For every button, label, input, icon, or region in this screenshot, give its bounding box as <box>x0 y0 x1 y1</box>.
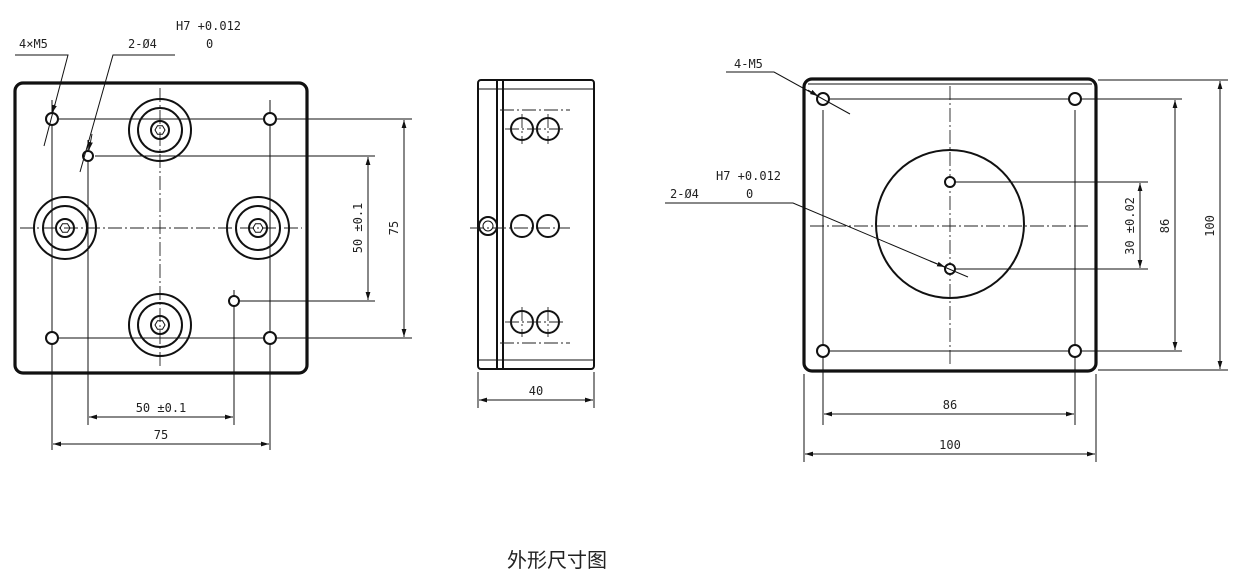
m5-hole <box>263 112 277 126</box>
rear-callout-m5: 4-M5 <box>734 57 763 71</box>
leader-m5-arrow <box>51 103 57 114</box>
counterbore-left <box>33 196 97 260</box>
m5-hole <box>1068 344 1082 358</box>
dim-hole-spacing-h: 75 <box>154 428 168 442</box>
rear-callout-pin: 2-Ø4 <box>670 187 699 201</box>
counterbore-top <box>128 98 192 162</box>
m5-hole <box>1068 92 1082 106</box>
rear-outline <box>802 77 1098 373</box>
side-view: 40 <box>470 79 595 408</box>
rear-bore <box>875 149 1025 299</box>
tolerance-lower: 0 <box>206 37 213 51</box>
dim-pin-spacing-v: 50 ±0.1 <box>351 203 365 254</box>
dim-hole-spacing-v: 75 <box>387 221 401 235</box>
side-holes-top <box>505 114 566 144</box>
rear-tolerance-upper: H7 +0.012 <box>716 169 781 183</box>
side-holes-bottom <box>505 307 566 337</box>
side-connector <box>478 216 498 236</box>
callout-pin: 2-Ø4 <box>128 37 157 51</box>
pin-hole <box>228 295 240 307</box>
m5-hole <box>45 331 59 345</box>
rear-dim-pin-spacing-v: 30 ±0.02 <box>1123 197 1137 255</box>
tolerance-upper: H7 +0.012 <box>176 19 241 33</box>
dim-pin-spacing-h: 50 ±0.1 <box>136 401 187 415</box>
pin-hole <box>944 176 956 188</box>
side-holes-middle <box>510 214 560 238</box>
leader-pin <box>79 54 175 173</box>
counterbore-right <box>226 196 290 260</box>
rear-dim-hole-spacing-v: 86 <box>1158 219 1172 233</box>
m5-hole <box>816 344 830 358</box>
rear-tolerance-lower: 0 <box>746 187 753 201</box>
rear-leader-pin-arrow <box>929 260 946 268</box>
rear-leader-m5-arrow <box>807 89 819 97</box>
rear-dim-hole-spacing-h: 86 <box>943 398 957 412</box>
dim-thickness: 40 <box>529 384 543 398</box>
rear-leader-m5 <box>726 71 851 115</box>
front-view: 4×M5 2-Ø4 H7 +0.012 0 50 ±0.1 75 50 ±0.1… <box>13 19 412 450</box>
rear-leader-pin <box>665 202 969 278</box>
counterbore-bottom <box>128 293 192 357</box>
front-outline <box>13 81 309 375</box>
callout-m5: 4×M5 <box>19 37 48 51</box>
m5-hole <box>263 331 277 345</box>
rear-dim-overall-v: 100 <box>1203 215 1217 237</box>
rear-dim-overall-h: 100 <box>939 438 961 452</box>
leader-m5 <box>15 54 69 147</box>
rear-view: 4-M5 2-Ø4 H7 +0.012 0 30 ±0.02 86 100 86… <box>665 57 1228 462</box>
leader-pin-arrow <box>88 133 93 151</box>
side-outline <box>477 79 595 370</box>
drawing-caption: 外形尺寸图 <box>507 548 607 572</box>
